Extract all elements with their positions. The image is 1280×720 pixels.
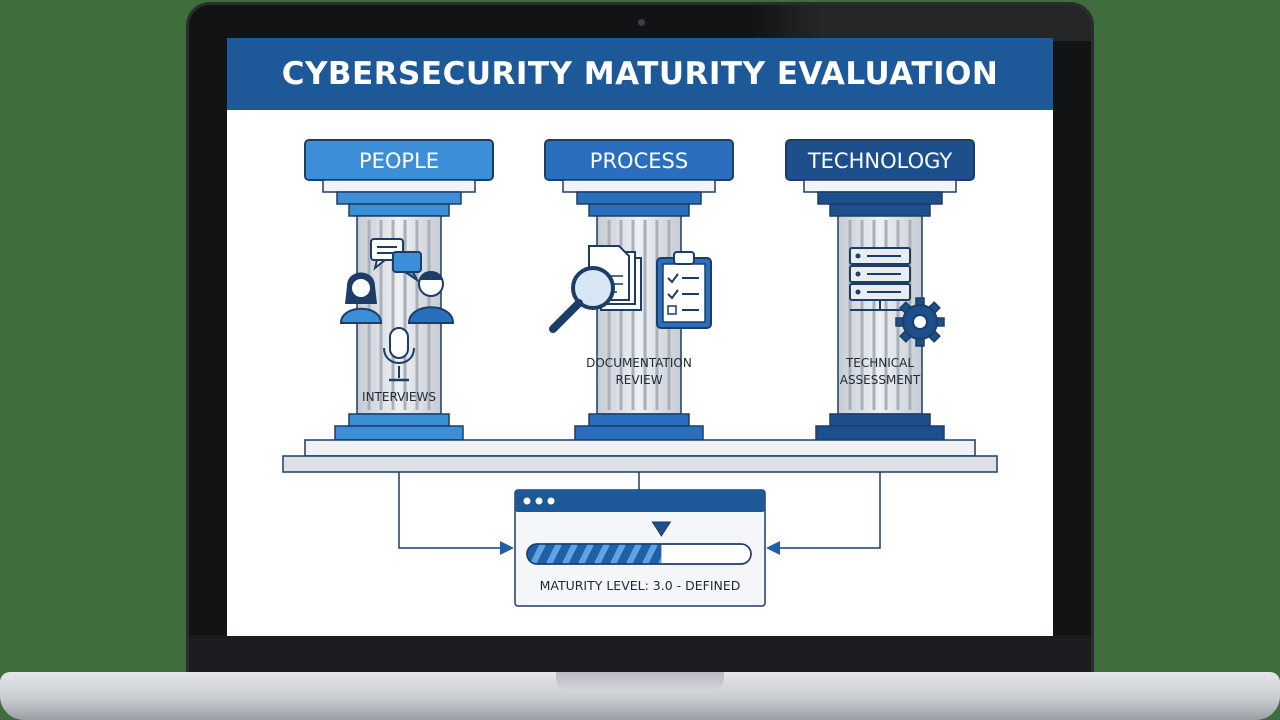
progress-fill <box>527 544 662 564</box>
lid-glare <box>751 5 1091 41</box>
speech-bubbles-icon <box>370 238 422 283</box>
pillar-technology: TECHNOLOGY <box>785 139 975 441</box>
woman-user-icon <box>339 272 383 324</box>
laptop-base <box>0 672 1280 720</box>
man-user-icon <box>407 271 455 324</box>
pillar-technology-caption-line2: ASSESSMENT <box>840 373 921 387</box>
gear-icon <box>895 297 945 347</box>
pillar-process: PROCESS <box>544 139 734 441</box>
server-rack-icon <box>849 247 911 311</box>
pillar-process-caption-line2: REVIEW <box>615 373 662 387</box>
window-dot-2 <box>535 497 543 505</box>
pillar-technology-caption-line1: TECHNICAL <box>845 356 914 370</box>
webcam-icon <box>638 19 645 26</box>
bezel-bottom <box>189 635 1091 675</box>
pillar-people-heading: PEOPLE <box>359 149 439 173</box>
pillar-people: PEOPLE <box>304 139 494 441</box>
foundation-base <box>282 455 998 473</box>
maturity-window: MATURITY LEVEL: 3.0 - DEFINED <box>514 489 766 607</box>
connector-arrows <box>398 472 881 555</box>
magnifier-icon <box>549 266 615 333</box>
page-title: CYBERSECURITY MATURITY EVALUATION <box>227 38 1053 110</box>
level-marker-icon <box>651 521 672 537</box>
window-dot-1 <box>523 497 531 505</box>
window-titlebar <box>515 490 765 512</box>
microphone-icon <box>383 327 415 382</box>
window-dot-3 <box>547 497 555 505</box>
maturity-level-label: MATURITY LEVEL: 3.0 - DEFINED <box>540 578 741 593</box>
pillar-technology-heading: TECHNOLOGY <box>807 149 952 173</box>
clipboard-checklist-icon <box>656 251 712 329</box>
laptop-notch <box>556 672 724 690</box>
pillar-process-heading: PROCESS <box>590 149 688 173</box>
maturity-diagram: PEOPLE <box>282 139 998 607</box>
pillar-process-caption-line1: DOCUMENTATION <box>586 356 692 370</box>
screen: CYBERSECURITY MATURITY EVALUATION PEOPLE <box>227 38 1053 636</box>
pillar-people-caption: INTERVIEWS <box>362 390 436 404</box>
foundation-top <box>304 439 976 457</box>
